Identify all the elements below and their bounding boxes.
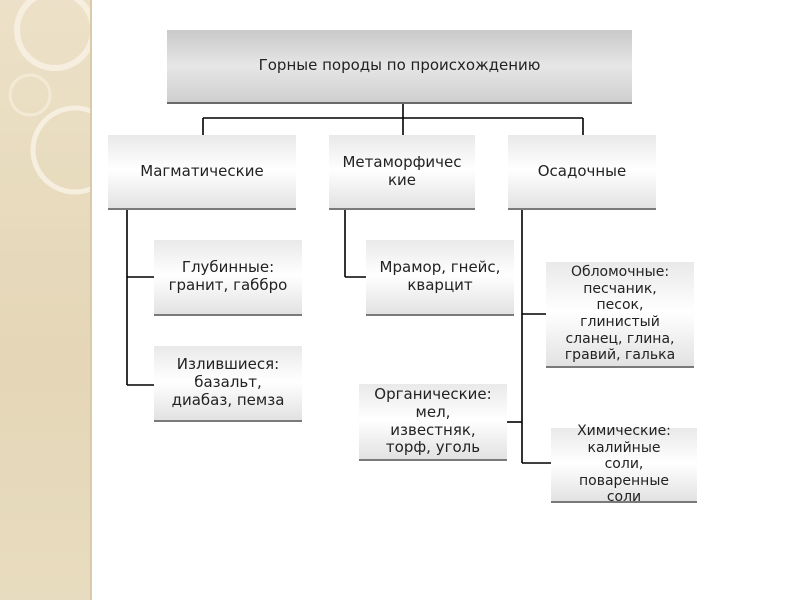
decorative-rings-icon: [8, 0, 90, 195]
leaf-label-deep: Глубинные: гранит, габбро: [168, 258, 288, 294]
leaf-node-organic: Органические: мел, известняк, торф, угол…: [359, 384, 507, 461]
leaf-label-chemical: Химические: калийные соли, поваренные со…: [577, 423, 671, 506]
root-node-title: Горные породы по происхождению: [167, 30, 632, 104]
leaf-node-clastic: Обломочные: песчаник, песок, глинистый с…: [546, 262, 694, 368]
leaf-label-clastic: Обломочные: песчаник, песок, глинистый с…: [564, 264, 676, 364]
leaf-node-metamorphic-rocks: Мрамор, гнейс, кварцит: [366, 240, 514, 316]
leaf-label-organic: Органические: мел, известняк, торф, угол…: [374, 385, 492, 457]
category-node-sedimentary: Осадочные: [508, 135, 656, 210]
category-label-metamorphic: Метаморфичес кие: [342, 152, 462, 189]
leaf-node-chemical: Химические: калийные соли, поваренные со…: [551, 423, 697, 505]
leaf-label-effusive: Излившиеся: базальт, диабаз, пемза: [171, 355, 285, 409]
leaf-node-effusive: Излившиеся: базальт, диабаз, пемза: [154, 346, 302, 422]
category-node-magmatic: Магматические: [108, 135, 296, 210]
leaf-label-metamorphic-rocks: Мрамор, гнейс, кварцит: [379, 258, 501, 294]
category-label-sedimentary: Осадочные: [537, 161, 627, 180]
root-node-label: Горные породы по происхождению: [258, 56, 541, 75]
leaf-node-deep: Глубинные: гранит, габбро: [154, 240, 302, 316]
category-node-metamorphic: Метаморфичес кие: [329, 135, 475, 210]
category-label-magmatic: Магматические: [140, 161, 264, 180]
decorative-side-strip: [0, 0, 92, 600]
